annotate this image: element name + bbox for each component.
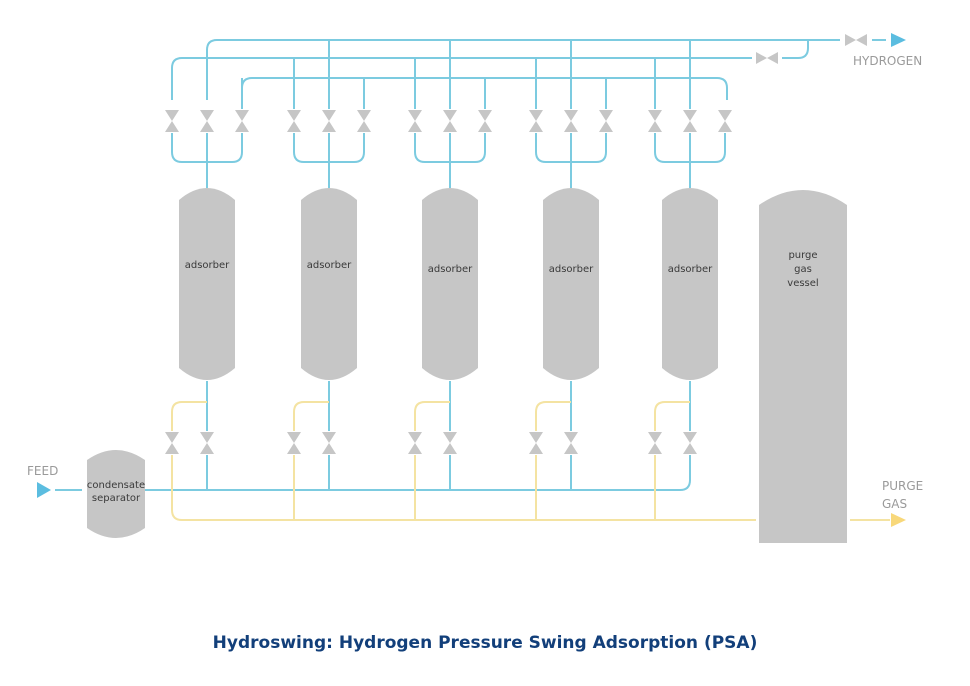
blowdown-branch-pipe <box>654 401 690 431</box>
bottom-valve-feed[interactable] <box>564 432 578 454</box>
top-valve[interactable] <box>408 110 422 132</box>
top-valve[interactable] <box>200 110 214 132</box>
blowdown-branch-pipe <box>535 401 571 431</box>
purge-gas-label-2: GAS <box>882 497 907 511</box>
bottom-valve-blowdown[interactable] <box>287 432 301 454</box>
adsorber-vessel[interactable] <box>662 188 718 380</box>
top-valve[interactable] <box>683 110 697 132</box>
adsorber-train: adsorber <box>287 40 371 520</box>
adsorber-vessel[interactable] <box>301 188 357 380</box>
bottom-valve-blowdown[interactable] <box>648 432 662 454</box>
feed-inlet: FEED <box>27 464 82 498</box>
adsorber-train: adsorber <box>408 40 492 520</box>
adsorber-label: adsorber <box>668 264 713 275</box>
adsorber-trains: adsorber adsorber adsorber adsorber adsorber <box>165 40 732 520</box>
condensate-separator-label-2: separator <box>92 493 141 504</box>
feed-label: FEED <box>27 464 58 478</box>
adsorber-label: adsorber <box>185 260 230 271</box>
top-valve[interactable] <box>648 110 662 132</box>
top-valve[interactable] <box>564 110 578 132</box>
bottom-valve-feed[interactable] <box>322 432 336 454</box>
hydrogen-outlet: HYDROGEN <box>756 33 922 68</box>
blowdown-branch-pipe <box>293 401 329 431</box>
top-valve[interactable] <box>478 110 492 132</box>
top-valve[interactable] <box>165 110 179 132</box>
purge-gas-arrow-icon <box>891 513 906 527</box>
condensate-separator: condensate separator <box>87 450 145 538</box>
blowdown-branch-pipe <box>414 401 450 431</box>
purge-gas-vessel-label-2: gas <box>794 264 812 275</box>
adsorber-train: adsorber <box>529 40 613 520</box>
top-valve[interactable] <box>718 110 732 132</box>
top-valve[interactable] <box>322 110 336 132</box>
hydrogen-label: HYDROGEN <box>853 54 922 68</box>
purge-gas-vessel-body[interactable] <box>759 190 847 543</box>
diagram-caption: Hydroswing: Hydrogen Pressure Swing Adso… <box>212 633 758 653</box>
purge-gas-label-1: PURGE <box>882 479 923 493</box>
repressurization-valve[interactable] <box>756 52 778 64</box>
top-valve[interactable] <box>287 110 301 132</box>
top-valve[interactable] <box>443 110 457 132</box>
condensate-separator-label-1: condensate <box>87 480 145 491</box>
feed-header-pipe <box>145 455 691 491</box>
feed-arrow-icon <box>37 482 51 498</box>
top-valve[interactable] <box>529 110 543 132</box>
adsorber-label: adsorber <box>428 264 473 275</box>
adsorber-vessel[interactable] <box>543 188 599 380</box>
hydrogen-outlet-valve[interactable] <box>845 34 867 46</box>
bottom-valve-feed[interactable] <box>200 432 214 454</box>
purge-gas-outlet: PURGE GAS <box>850 479 923 527</box>
purge-gas-vessel: purge gas vessel <box>759 190 847 543</box>
bottom-valve-feed[interactable] <box>443 432 457 454</box>
repressurization-pipe <box>782 40 809 59</box>
hydrogen-arrow-icon <box>891 33 906 47</box>
condensate-separator-vessel[interactable] <box>87 450 145 538</box>
top-valve[interactable] <box>235 110 249 132</box>
blowdown-branch-pipe <box>171 401 207 431</box>
adsorber-train: adsorber <box>165 78 249 490</box>
bottom-valve-feed[interactable] <box>683 432 697 454</box>
adsorber-label: adsorber <box>549 264 594 275</box>
adsorber-vessel[interactable] <box>422 188 478 380</box>
bottom-manifold-pipes <box>145 455 756 521</box>
top-manifold-pipes <box>171 39 840 100</box>
equalization-header-pipe <box>171 57 752 100</box>
bottom-valve-blowdown[interactable] <box>529 432 543 454</box>
adsorber-label: adsorber <box>307 260 352 271</box>
purge-gas-vessel-label-1: purge <box>788 250 817 261</box>
bottom-valve-blowdown[interactable] <box>408 432 422 454</box>
bottom-valve-blowdown[interactable] <box>165 432 179 454</box>
adsorber-vessel[interactable] <box>179 188 235 380</box>
top-valve[interactable] <box>599 110 613 132</box>
purge-gas-vessel-label-3: vessel <box>787 278 818 289</box>
waste-gas-header-pipe <box>171 455 756 521</box>
top-valve[interactable] <box>357 110 371 132</box>
adsorber-train: adsorber <box>648 40 732 520</box>
product-header-pipe <box>206 39 840 100</box>
